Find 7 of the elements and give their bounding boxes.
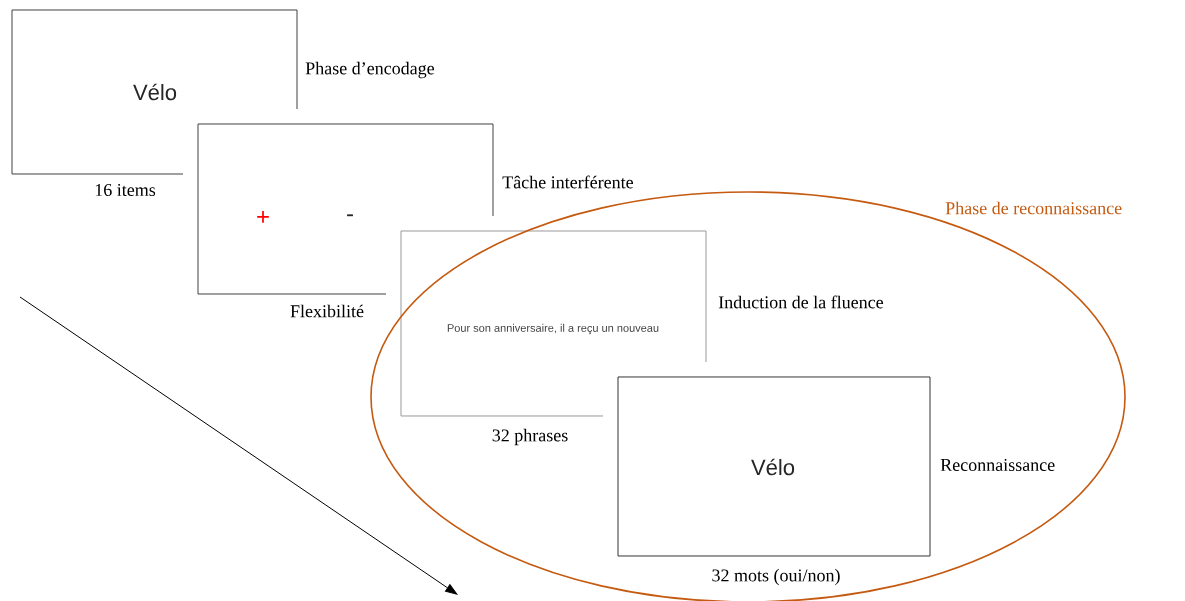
node-label: Flexibilité [290, 304, 364, 318]
node-label: Phase d’encodage [305, 61, 435, 79]
node-label: 32 mots (oui/non) [712, 568, 840, 586]
node-label: Induction de la fluence [718, 295, 884, 309]
node-label: 32 phrases [492, 428, 568, 446]
node-label: Tâche interférente [502, 175, 633, 189]
node-label: 16 items [95, 183, 156, 197]
